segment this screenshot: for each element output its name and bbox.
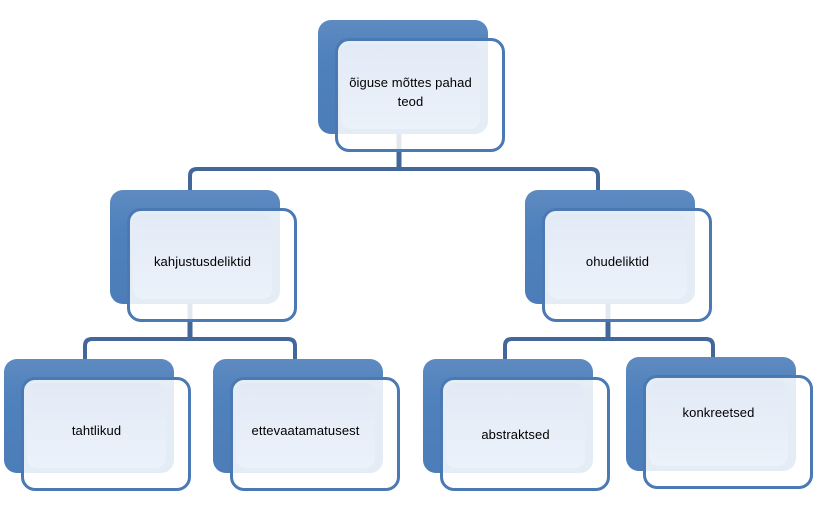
node-label: abstraktsed xyxy=(481,427,550,443)
node-label: kahjustusdeliktid xyxy=(153,254,252,270)
node-box: tahtlikud xyxy=(21,377,191,491)
node-box: õiguse mõttes pahad teod xyxy=(335,38,505,152)
node-label: ohudeliktid xyxy=(585,254,650,270)
node-label: õiguse mõttes pahad teod xyxy=(349,74,472,109)
node-fill: konkreetsed xyxy=(649,381,788,466)
node-fill: ohudeliktid xyxy=(548,214,687,299)
node-box: abstraktsed xyxy=(440,377,610,491)
node-fill: tahtlikud xyxy=(27,383,166,468)
node-kahjustusdeliktid: kahjustusdeliktid xyxy=(110,190,300,325)
node-fill: õiguse mõttes pahad teod xyxy=(341,44,480,129)
node-fill: ettevaatamatusest xyxy=(236,383,375,468)
node-box: konkreetsed xyxy=(643,375,813,489)
node-label: tahtlikud xyxy=(71,423,122,439)
node-abstraktsed: abstraktsed xyxy=(423,359,613,494)
connector-rail-root-children xyxy=(188,167,600,191)
node-box: kahjustusdeliktid xyxy=(127,208,297,322)
node-box: ohudeliktid xyxy=(542,208,712,322)
node-konkreetsed: konkreetsed xyxy=(626,357,816,492)
connector-rail-ohudeliktid-children xyxy=(503,337,715,361)
node-tahtlikud: tahtlikud xyxy=(4,359,194,494)
node-ettevaatamatusest: ettevaatamatusest xyxy=(213,359,403,494)
node-fill: kahjustusdeliktid xyxy=(133,214,272,299)
node-label: konkreetsed xyxy=(682,405,755,421)
connector-rail-kahjustusdeliktid-children xyxy=(83,337,297,361)
node-root: õiguse mõttes pahad teod xyxy=(318,20,508,155)
node-box: ettevaatamatusest xyxy=(230,377,400,491)
node-label: ettevaatamatusest xyxy=(251,423,360,439)
node-fill: abstraktsed xyxy=(446,383,585,468)
node-ohudeliktid: ohudeliktid xyxy=(525,190,715,325)
